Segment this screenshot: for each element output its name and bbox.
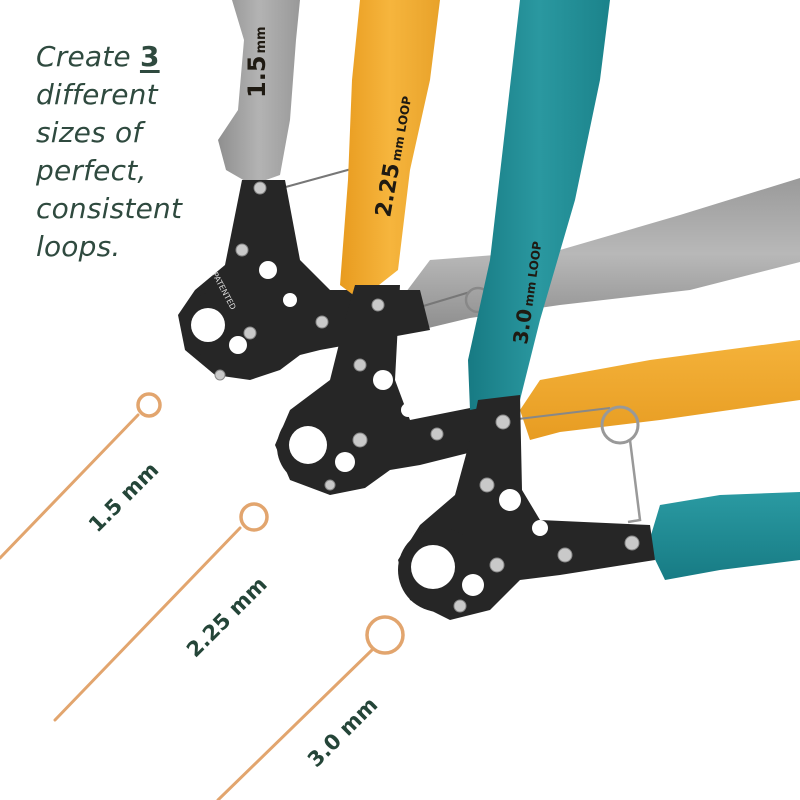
- tagline: Create 3 different sizes of perfect, con…: [36, 38, 216, 266]
- plier-2-25mm: 2.25mm LOOP: [275, 0, 800, 524]
- tagline-line-2: different: [36, 78, 158, 111]
- tagline-text: Create: [36, 40, 140, 73]
- eye-pin-2-25mm: [53, 502, 269, 722]
- eye-pin-1-5mm: [0, 392, 162, 560]
- eye-pin-3-0mm: [216, 615, 405, 800]
- plier-3-0mm: 3.0mm LOOP: [398, 0, 800, 620]
- tagline-line-1: Create 3: [36, 38, 216, 76]
- tagline-line-6: loops.: [36, 230, 121, 263]
- tagline-line-3: sizes of: [36, 116, 143, 149]
- tagline-number: 3: [139, 40, 160, 73]
- tagline-line-4: perfect,: [36, 154, 147, 187]
- tagline-line-5: consistent: [36, 192, 183, 225]
- handle-label-1-5: 1.5mm: [243, 26, 271, 98]
